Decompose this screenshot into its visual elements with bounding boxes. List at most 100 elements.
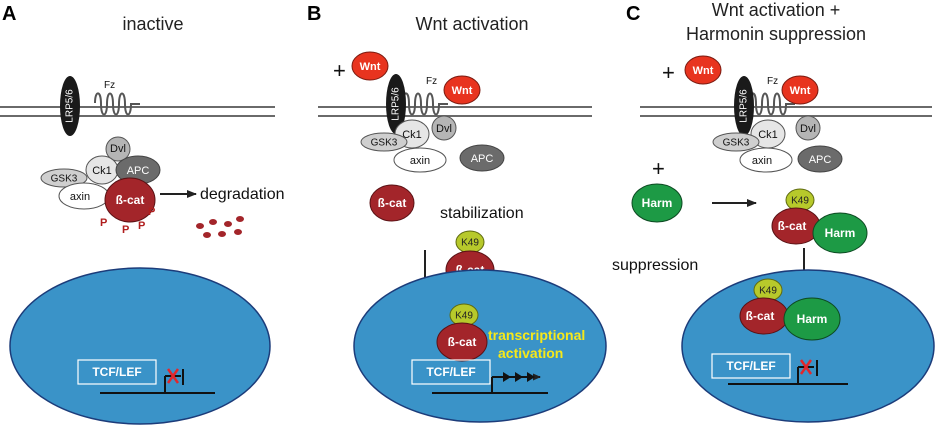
panel-b: B Wnt activation + Wnt Fz Wnt LRP5/6 Dvl… [307,3,607,423]
panel-c-lrp-receptor [734,76,754,136]
panel-c-bcat-label: ß-cat [778,219,807,233]
panel-c-title-line1: Wnt activation + [712,0,841,20]
phosphate-mark: P [138,220,145,232]
panel-c-tcf-box [711,353,791,379]
panel-a-tcf-label: TCF/LEF [92,365,141,379]
panel-a-gene-promoter [100,369,215,394]
panel-b-title: Wnt activation [415,14,528,34]
panel-a-membrane [0,106,275,117]
panel-a-bcat-label: ß-cat [116,193,145,207]
panel-c-nuclear-k49-label: K49 [759,286,777,297]
panel-b-dvl [431,115,457,141]
panel-b-stabilization-label: stabilization [440,205,524,222]
panel-a-phosphates: P P P P [100,206,155,236]
panel-c-plus-harm: + [652,156,665,181]
panel-a-letter: A [2,3,16,25]
panel-b-apc-label: APC [471,153,494,165]
phosphate-mark: P [122,224,129,236]
panel-a-degraded-fragments [196,216,244,238]
panel-c-title-line2: Harmonin suppression [686,24,866,44]
panel-b-plus-sign: + [333,58,346,83]
panel-b-wnt-bound-label: Wnt [452,85,473,97]
panel-a-gsk3-label: GSK3 [51,174,78,185]
panel-c-nuclear-harmonin-label: Harm [797,312,828,326]
panel-c-apc [797,145,843,173]
panel-a-beta-catenin [104,177,156,223]
panel-b-gsk3-label: GSK3 [371,138,398,149]
panel-b-nuclear-k49-label: K49 [455,311,473,322]
panel-b-transcription-label-line1: transcriptional [488,327,585,343]
panel-c-k49-label: K49 [791,196,809,207]
panel-b-letter: B [307,3,321,25]
panel-c-fz-label: Fz [767,76,778,87]
panel-c-harmonin-free [631,183,683,223]
panel-c: C Wnt activation + Harmonin suppression … [612,0,935,423]
panel-c-wnt-bound-label: Wnt [790,85,811,97]
panel-b-tcf-label: TCF/LEF [426,365,475,379]
panel-a-axin-label: axin [70,191,90,203]
panel-b-k49-label: K49 [461,238,479,249]
panel-c-axin-label: axin [752,155,772,167]
phosphate-mark: P [100,217,107,229]
panel-a-repression-cross [166,368,180,384]
panel-a-nucleus [9,267,271,425]
panel-a-tcf-box [77,359,157,385]
panel-b-beta-catenin-cytoplasm [369,184,415,222]
panel-a-degradation-label: degradation [200,186,285,203]
panel-c-harmonin-bound-label: Harm [825,226,856,240]
panel-a-fz-label: Fz [104,80,115,91]
panel-b-wnt-free-label: Wnt [360,61,381,73]
panel-c-dvl [795,115,821,141]
panel-c-wnt-free [684,55,722,85]
panel-c-gene-promoter [728,360,848,385]
panel-b-dvl-label: Dvl [436,123,452,135]
panel-a-ck1-label: Ck1 [92,165,112,177]
panel-c-harmonin-free-label: Harm [642,196,673,210]
panel-c-nuclear-bcat-label: ß-cat [746,309,775,323]
panel-a-dvl [105,136,131,162]
panel-c-frizzled-receptor [749,92,795,116]
panel-b-tcf-box [411,359,491,385]
panel-b-nuclear-beta-catenin [436,322,488,362]
panel-c-apc-label: APC [809,154,832,166]
panel-c-suppression-label: suppression [612,257,698,274]
panel-c-nuclear-harmonin [783,297,841,341]
panel-c-dvl-label: Dvl [800,123,816,135]
panel-b-nuclear-bcat-label: ß-cat [448,335,477,349]
panel-c-letter: C [626,3,640,25]
phosphate-mark: P [148,206,155,218]
panel-b-wnt-free [351,51,389,81]
panel-c-lrp-label: LRP5/6 [739,89,750,123]
panel-a-lrp-receptor [60,76,80,136]
panel-c-harmonin-bound [812,212,868,254]
panel-b-fz-label: Fz [426,76,437,87]
panel-b-gsk3 [360,132,408,152]
panel-b-membrane [318,106,592,117]
panel-b-active-gene [432,372,548,394]
panel-c-tcf-label: TCF/LEF [726,359,775,373]
panel-b-axin-label: axin [410,155,430,167]
panel-c-ck1-label: Ck1 [758,129,778,141]
panel-c-wnt-bound [781,75,819,105]
panel-b-axin [393,147,447,173]
panel-a-frizzled-receptor [94,92,140,116]
panel-c-axin [739,147,793,173]
panel-b-lrp-label: LRP5/6 [391,87,402,121]
panel-a: A inactive Fz LRP5/6 Dvl Ck1 APC GSK3 ax… [0,3,285,425]
panel-c-nucleus [681,269,935,423]
panel-b-ck1-label: Ck1 [402,129,422,141]
panel-a-lrp-label: LRP5/6 [65,89,76,123]
panel-b-lrp-receptor [386,74,406,134]
panel-b-bcat-cytoplasm-label: ß-cat [378,196,407,210]
panel-a-dvl-label: Dvl [110,143,126,155]
panel-b-apc [459,144,505,172]
panel-c-wnt-free-label: Wnt [693,65,714,77]
panel-b-transcription-label-line2: activation [498,345,563,361]
panel-b-frizzled-receptor [402,92,448,116]
panel-a-apc-label: APC [127,165,150,177]
panel-c-gsk3 [712,132,760,152]
panel-c-gsk3-label: GSK3 [723,138,750,149]
panel-a-gsk3 [40,168,88,188]
panel-c-repression-cross [799,359,813,375]
